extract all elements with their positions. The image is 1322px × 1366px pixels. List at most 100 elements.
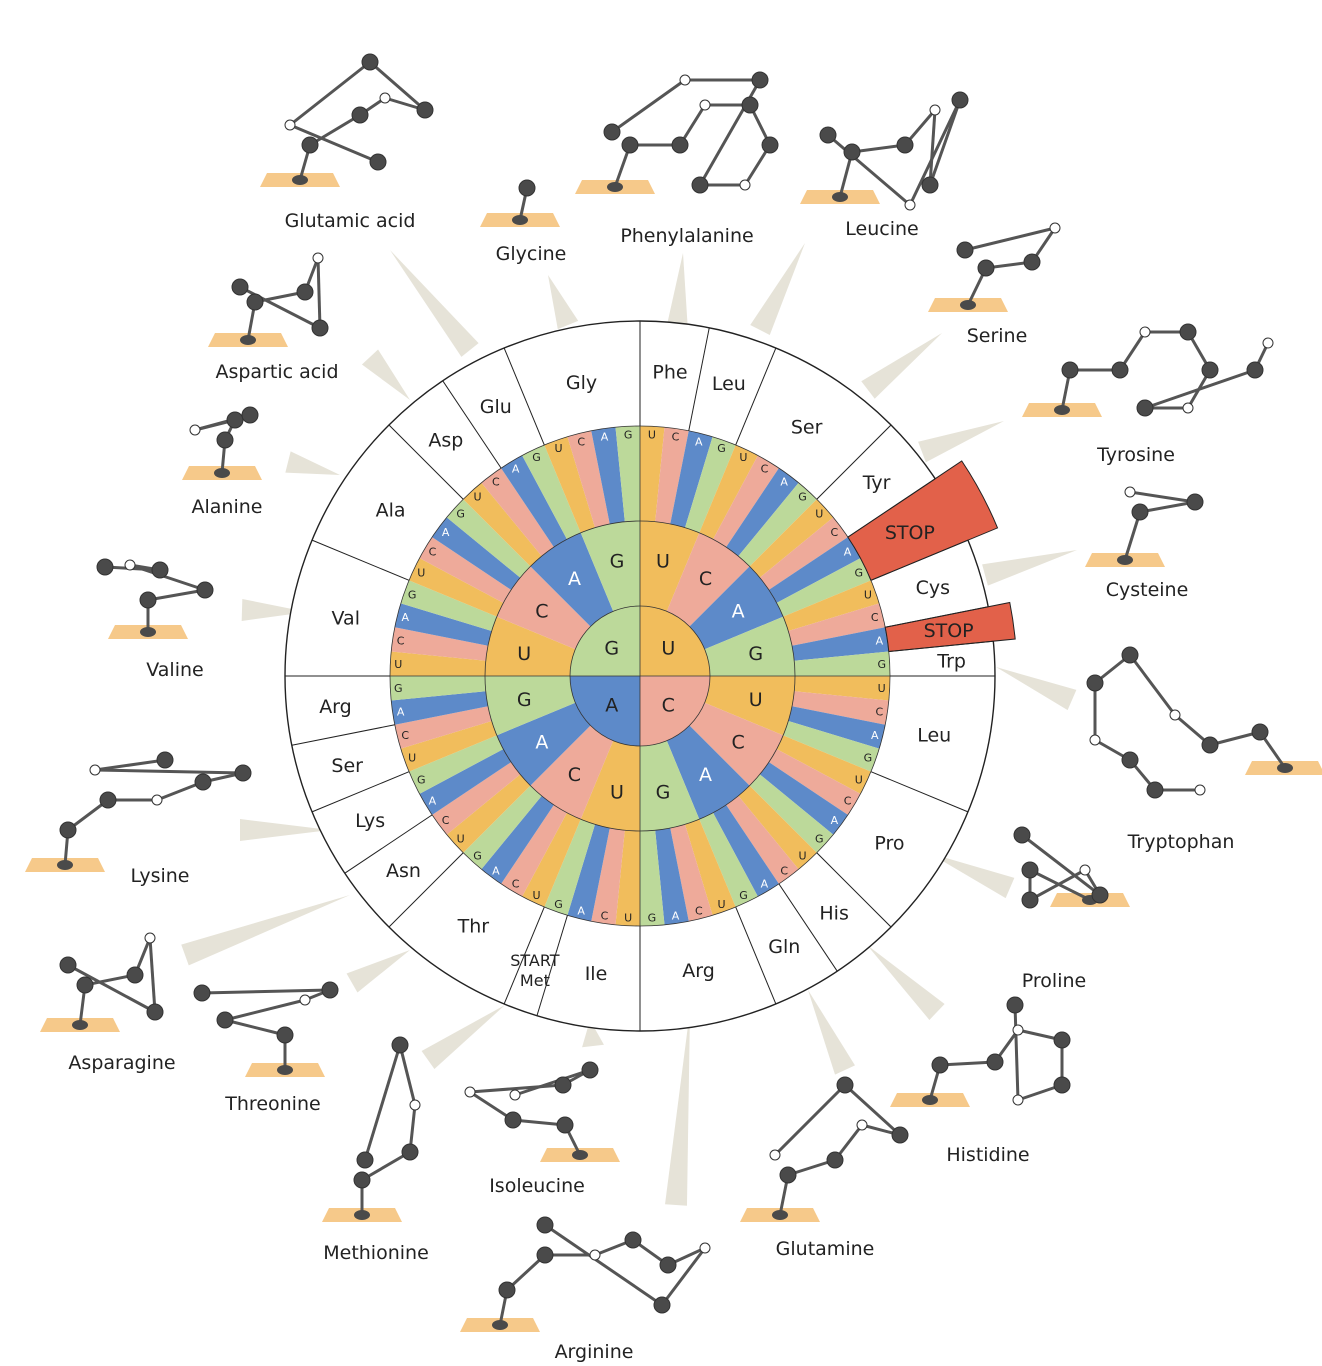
atom	[151, 561, 169, 579]
atom	[361, 53, 379, 71]
segment-label: Leu	[712, 373, 746, 395]
third-base-sector	[391, 627, 488, 661]
segment-divider	[291, 724, 395, 746]
third-base-sector	[463, 785, 542, 870]
third-base-sector	[768, 537, 861, 603]
atom	[401, 1143, 419, 1161]
third-base-letter: G	[394, 682, 403, 695]
third-base-sector	[699, 445, 758, 540]
third-base-letter: G	[473, 849, 482, 862]
segment-divider	[442, 380, 502, 469]
second-base-sector	[496, 702, 591, 786]
atom	[1262, 337, 1274, 349]
third-base-sector	[567, 430, 610, 528]
third-base-letter: A	[429, 794, 437, 807]
third-base-letter: C	[844, 794, 852, 807]
third-base-letter: C	[442, 814, 450, 827]
atom	[1111, 361, 1129, 379]
third-base-sector	[738, 482, 817, 567]
second-base-sector	[689, 566, 784, 650]
atom	[1201, 736, 1219, 754]
atom	[691, 176, 709, 194]
second-base-sector	[666, 532, 750, 627]
bond	[398, 1044, 417, 1106]
segment-divider	[888, 640, 994, 652]
bond	[469, 1083, 564, 1094]
atom	[76, 976, 94, 994]
segment-divider	[870, 771, 969, 813]
atom	[156, 751, 174, 769]
atom	[504, 1111, 522, 1129]
atom	[843, 143, 861, 161]
atom	[931, 1056, 949, 1074]
atom	[59, 821, 77, 839]
stop-segment	[884, 601, 1016, 653]
atom	[1049, 222, 1061, 234]
segment-divider	[816, 852, 892, 928]
segment-divider	[688, 327, 710, 431]
third-base-letter: U	[864, 588, 872, 601]
third-base-sector	[794, 676, 890, 701]
segment-label: Arg	[319, 696, 352, 718]
atom	[779, 1166, 797, 1184]
molecule-layer	[25, 53, 1322, 1332]
third-base-sector	[768, 749, 861, 815]
third-base-sector	[684, 436, 736, 533]
atom	[536, 1216, 554, 1234]
third-base-sector	[432, 762, 521, 835]
third-base-letter: C	[601, 909, 609, 922]
third-base-sector	[501, 455, 567, 548]
atom	[1194, 784, 1206, 796]
pointer-wedge	[421, 1005, 505, 1069]
second-base-sector	[666, 725, 750, 820]
pointer-wedge	[241, 599, 307, 621]
third-base-letter: G	[877, 658, 886, 671]
stop-label: STOP	[885, 522, 935, 544]
bond	[148, 937, 157, 1013]
atom	[498, 1281, 516, 1299]
third-base-letter: A	[844, 546, 852, 559]
segment-divider	[816, 424, 892, 500]
segment-divider	[503, 347, 545, 446]
atom	[231, 278, 249, 296]
third-base-letter: U	[798, 849, 806, 862]
atom	[216, 431, 234, 449]
bond	[201, 988, 331, 995]
atom	[1121, 751, 1139, 769]
pointer-wedge	[918, 421, 1004, 463]
atom	[301, 136, 319, 154]
third-base-letter: U	[624, 912, 632, 925]
label-isoleucine: Isoleucine	[489, 1175, 585, 1197]
third-base-letter: C	[761, 462, 769, 475]
third-base-sector	[699, 812, 758, 907]
atom	[311, 319, 329, 337]
pointer-wedge	[361, 349, 410, 400]
second-base-sector	[530, 725, 614, 820]
bond	[363, 1044, 402, 1161]
alpha-carbon-atom	[72, 1020, 88, 1030]
atom	[1251, 723, 1269, 741]
second-base-letter: G	[748, 643, 763, 665]
segment-divider	[311, 771, 410, 813]
atom	[1061, 361, 1079, 379]
third-base-sector	[615, 426, 640, 522]
third-base-letter: U	[394, 658, 402, 671]
bond	[224, 998, 306, 1022]
third-base-letter: U	[717, 898, 725, 911]
atom	[196, 581, 214, 599]
segment-label: Lys	[355, 810, 385, 832]
atom	[1131, 503, 1149, 521]
label-threonine: Threonine	[224, 1093, 320, 1115]
third-base-letter: C	[429, 546, 437, 559]
second-base-sector	[640, 740, 700, 831]
atom	[144, 932, 156, 944]
atom	[589, 1249, 601, 1261]
alpha-carbon-atom	[57, 860, 73, 870]
third-base-letter: G	[815, 833, 824, 846]
segment-label: Gln	[768, 936, 800, 958]
atom	[769, 1149, 781, 1161]
segment-divider	[311, 539, 410, 581]
alpha-carbon-atom	[240, 335, 256, 345]
second-base-letter: A	[732, 600, 745, 622]
third-base-sector	[591, 828, 625, 925]
